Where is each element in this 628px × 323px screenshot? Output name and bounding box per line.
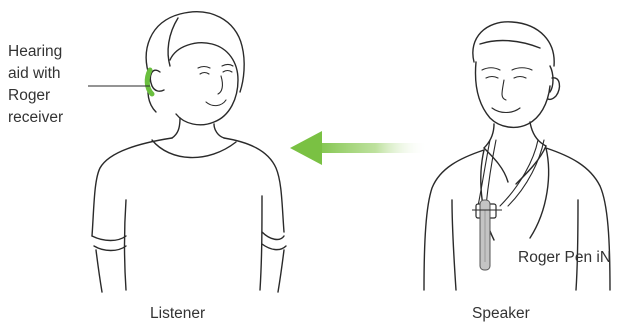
signal-arrow — [290, 131, 428, 165]
hearing-aid-label-line-2: aid with — [8, 65, 61, 82]
listener-label: Listener — [150, 305, 205, 322]
hearing-aid-label-line-1: Hearing — [8, 43, 62, 60]
hearing-aid-label-line-3: Roger — [8, 87, 50, 104]
roger-pen-label: Roger Pen iN — [518, 249, 611, 266]
speaker-label: Speaker — [472, 305, 530, 322]
hearing-aid-label-line-4: receiver — [8, 109, 63, 126]
listener-figure — [92, 12, 286, 292]
